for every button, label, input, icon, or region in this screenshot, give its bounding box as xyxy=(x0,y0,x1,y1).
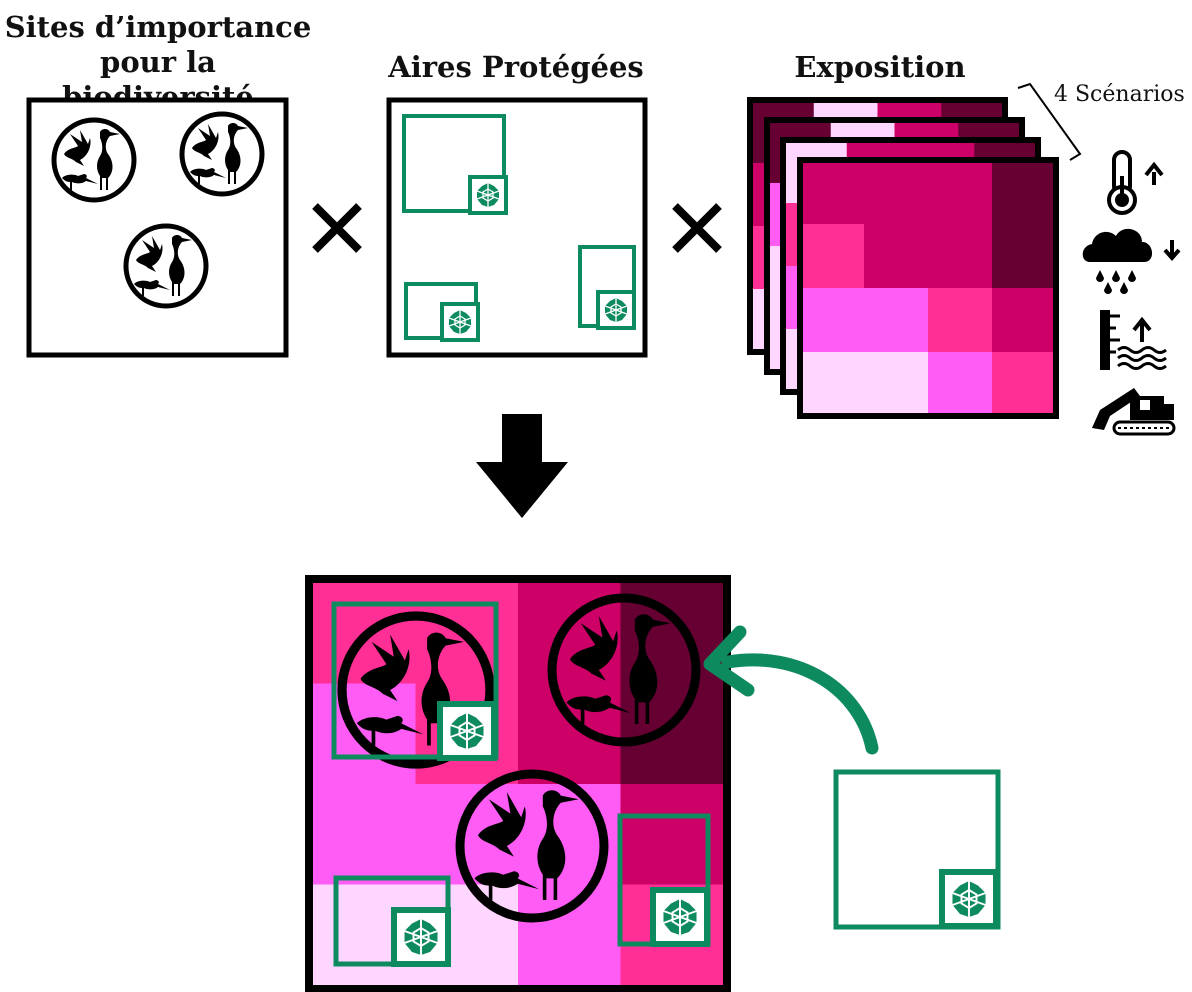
exposure-cell xyxy=(518,884,621,986)
title-sites-line1: Sites d’importance xyxy=(4,10,312,44)
exposure-cell xyxy=(800,288,865,353)
protected-area-icon xyxy=(440,704,494,758)
times-operator-2 xyxy=(675,206,719,250)
rain-down-icon xyxy=(1082,228,1181,294)
exposure-cell xyxy=(928,288,993,353)
proposed-protected-area xyxy=(833,769,1001,930)
scenarios-bracket xyxy=(1017,82,1082,161)
exposure-cell xyxy=(928,160,993,225)
times-operator-1 xyxy=(315,206,359,250)
sites-panel xyxy=(26,97,289,358)
title-sites: Sites d’importance pour la biodiversité xyxy=(0,10,316,115)
exposure-cell xyxy=(800,224,865,289)
exposure-cell xyxy=(800,352,865,417)
title-exposure: Exposition xyxy=(794,50,966,84)
protected-areas-panel xyxy=(386,97,648,358)
protected-area-icon xyxy=(596,290,636,330)
exposure-cell xyxy=(313,683,416,785)
exposure-cell xyxy=(928,224,993,289)
excavator-icon xyxy=(1092,388,1176,436)
exposure-cell xyxy=(992,224,1057,289)
protected-area-icon xyxy=(440,302,480,342)
exposure-cell xyxy=(864,288,929,353)
exposure-cell xyxy=(992,288,1057,353)
exposure-cell xyxy=(313,784,416,885)
down-arrow-icon xyxy=(476,414,568,518)
protected-area-icon xyxy=(394,910,448,964)
exposure-cell xyxy=(864,160,929,225)
exposure-card-1 xyxy=(797,157,1059,419)
protected-area-icon xyxy=(942,872,996,926)
exposure-cell xyxy=(992,160,1057,225)
result-panel xyxy=(305,575,731,992)
exposure-cell xyxy=(864,352,929,417)
exposure-stack xyxy=(747,97,1059,419)
exposure-cell xyxy=(992,352,1057,417)
sea-level-up-icon xyxy=(1100,310,1167,370)
exposure-cell xyxy=(928,352,993,417)
protected-area-icon xyxy=(653,890,707,944)
protected-area-icon xyxy=(468,175,508,215)
scenarios-label: 4 Scénarios xyxy=(1054,82,1185,107)
thermometer-up-icon xyxy=(1107,150,1164,215)
curved-arrow-icon xyxy=(703,625,879,755)
title-protected-areas: Aires Protégées xyxy=(388,50,644,84)
exposure-cell xyxy=(800,160,865,225)
exposure-cell xyxy=(864,224,929,289)
